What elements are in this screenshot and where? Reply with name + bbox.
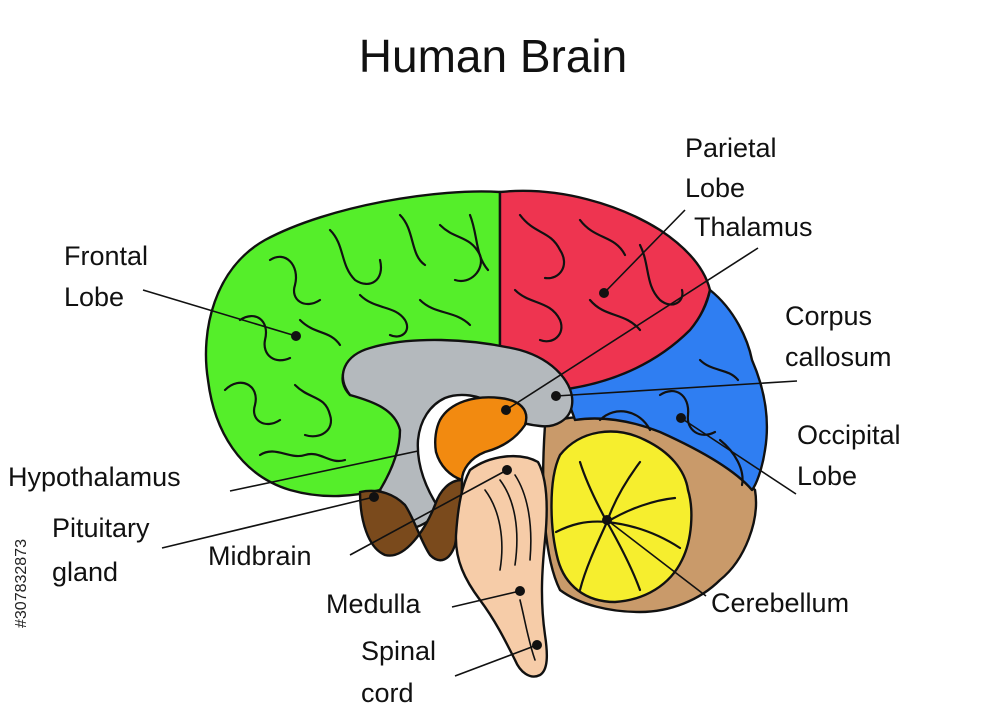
midbrain-dot [502, 465, 512, 475]
label-frontal-line2: Lobe [64, 282, 124, 312]
label-occipital-line2: Lobe [797, 461, 857, 491]
medulla-leader [451, 590, 521, 608]
spinal-cord-dot [532, 640, 542, 650]
brain-folds [223, 213, 744, 487]
label-corpus-line1: Corpus [785, 301, 872, 331]
watermark-id: #307832873 [13, 539, 30, 628]
corpus-leader [555, 380, 798, 397]
cerebellum-leader [606, 519, 707, 597]
corpus-dot [551, 391, 561, 401]
label-hypothalamus: Hypothalamus [8, 462, 181, 492]
frontal-leader [142, 289, 297, 337]
label-medulla: Medulla [326, 589, 422, 619]
label-spinal-line1: Spinal [361, 636, 436, 666]
label-corpus-line2: callosum [785, 342, 892, 372]
pituitary-leader [161, 496, 375, 549]
label-thalamus: Thalamus [694, 212, 813, 242]
frontal-dot [291, 331, 301, 341]
label-midbrain: Midbrain [208, 541, 312, 571]
diagram-title: Human Brain [359, 30, 627, 82]
label-pituitary-line2: gland [52, 557, 118, 587]
labels: Frontal Lobe Parietal Lobe Thalamus Corp… [8, 133, 901, 708]
label-occipital-line1: Occipital [797, 420, 901, 450]
leader-lines [142, 209, 798, 677]
corpus-callosum-region [341, 338, 574, 532]
thalamus-dot [501, 405, 511, 415]
cerebellum-folia [554, 460, 682, 592]
parietal-leader [603, 209, 686, 294]
label-cerebellum: Cerebellum [711, 588, 849, 618]
medulla-dot [515, 586, 525, 596]
spinal-cord-leader [454, 644, 538, 677]
parietal-dot [599, 288, 609, 298]
label-parietal-line2: Lobe [685, 173, 745, 203]
pituitary-dot [369, 492, 379, 502]
occipital-leader [680, 417, 797, 495]
occipital-dot [676, 413, 686, 423]
hypothalamus-leader [229, 450, 419, 492]
label-parietal-line1: Parietal [685, 133, 777, 163]
label-pituitary-line1: Pituitary [52, 513, 150, 543]
label-frontal-line1: Frontal [64, 241, 148, 271]
thalamus-leader [505, 247, 759, 411]
label-spinal-line2: cord [361, 678, 414, 708]
cerebellum-region [550, 430, 693, 604]
brainstem-striations [484, 474, 536, 661]
midbrain-leader [349, 469, 508, 556]
cerebellum-dot [602, 515, 612, 525]
thalamus-region [434, 396, 528, 482]
